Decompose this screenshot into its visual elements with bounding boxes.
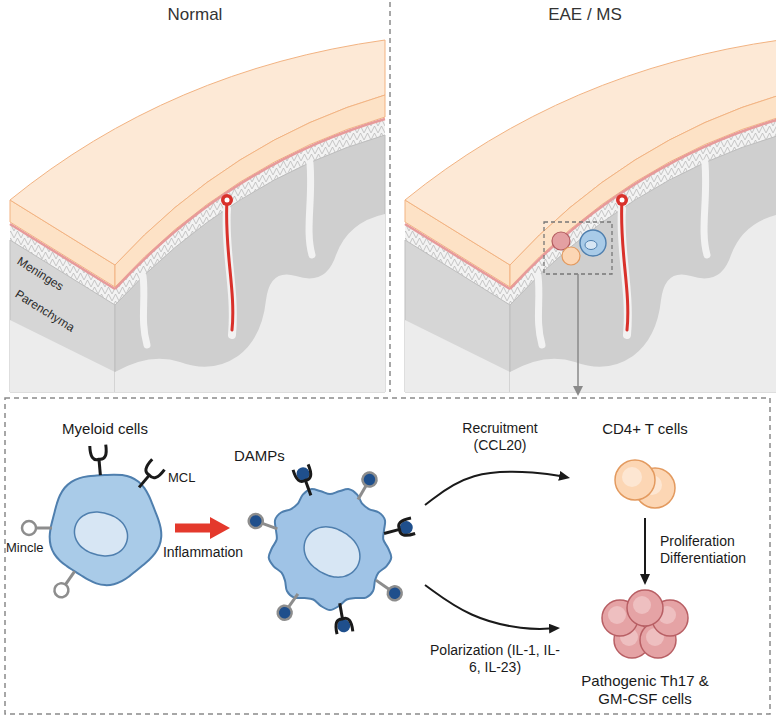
t-cell-nucleus (608, 606, 626, 624)
zoom-arrow (577, 274, 579, 386)
receptor-stalk (305, 480, 310, 495)
myeloid-cell-small (580, 230, 606, 256)
receptor-head (247, 512, 265, 530)
panel-divider (389, 2, 391, 392)
mcl-receptor (382, 518, 415, 541)
recruitment-arrow (425, 472, 564, 505)
receptor-stalk (358, 486, 366, 500)
edge-label: Proliferation Differentiation (660, 533, 765, 567)
cell-shape (35, 418, 175, 598)
damp-molecule (247, 513, 264, 530)
mcl-receptor (133, 459, 165, 492)
node-text: DAMPs (234, 447, 285, 465)
node-text: Pathogenic Th17 & GM-CSF cells (570, 672, 720, 708)
t-cell (627, 590, 663, 626)
receptor-label: MCL (168, 470, 195, 486)
mcl-receptor (332, 602, 353, 634)
receptor-stalk (99, 459, 100, 475)
receptor-stalk (384, 529, 399, 533)
receptor-stalk (36, 527, 52, 530)
edge-label: Recruitment (CCL20) (440, 420, 560, 454)
damp-molecule (386, 584, 404, 602)
mincle-receptor (52, 567, 81, 600)
damp-molecule (276, 604, 294, 622)
receptor-head (90, 445, 107, 461)
detail-panel (5, 398, 770, 714)
myeloid-cell: Myeloid cells (35, 418, 175, 598)
pathogenic-t-cells: Pathogenic Th17 & GM-CSF cells (560, 585, 730, 710)
receptor-head (334, 617, 352, 634)
receptor-stalk (65, 571, 74, 584)
layer-label: Parenchyma (12, 287, 77, 335)
edge-label: Polarization (IL-1, IL-6, IL-23) (430, 642, 560, 676)
t-cell (562, 247, 580, 265)
inflammation-arrow (175, 524, 218, 533)
mincle-receptor (352, 470, 379, 503)
t-cell-nucleus (633, 596, 651, 614)
receptor-head (397, 518, 415, 537)
t-cell (615, 460, 655, 500)
t-cell-nucleus (622, 467, 642, 487)
receptor-label: Mincle (6, 540, 44, 556)
cell-nucleus (585, 241, 597, 250)
receptor-head (52, 581, 71, 600)
receptor-stalk (262, 523, 277, 528)
cell-nucleus (304, 527, 360, 577)
zoom-frame (544, 222, 612, 274)
cell-shape (230, 445, 425, 640)
receptor-head (293, 464, 313, 483)
polarization-arrow (425, 585, 554, 629)
mincle-receptor (22, 521, 52, 535)
receptor-head (22, 521, 36, 535)
panel-title: EAE / MS (535, 5, 635, 25)
node-text: CD4+ T cells (602, 420, 688, 438)
brain-block-normal (10, 40, 385, 392)
cell-nucleus (74, 512, 127, 556)
receptor-head (385, 584, 404, 603)
receptor-stalk (139, 475, 149, 487)
edge-label: Inflammation (158, 544, 248, 561)
proliferation-arrow (644, 518, 646, 579)
receptor-stalk (376, 580, 389, 589)
mincle-receptor (247, 512, 280, 535)
cell-body (269, 489, 392, 610)
receptor-head (360, 470, 379, 489)
receptor-head (143, 459, 165, 480)
receptor-stalk (340, 603, 343, 619)
mincle-receptor (372, 574, 405, 603)
cell-body (50, 475, 162, 585)
receptor-stalk (289, 594, 298, 607)
receptor-head (275, 603, 294, 622)
damp-molecule (361, 471, 379, 489)
mcl-receptor (293, 464, 318, 498)
brain-block-eae (405, 40, 776, 392)
cd4-t-cells: CD4+ T cells (570, 418, 720, 518)
node-text: Myeloid cells (62, 420, 148, 438)
activated-myeloid-cell: DAMPs (230, 445, 425, 640)
panel-title: Normal (145, 5, 245, 25)
mincle-receptor (275, 590, 304, 623)
mcl-receptor (90, 445, 109, 476)
